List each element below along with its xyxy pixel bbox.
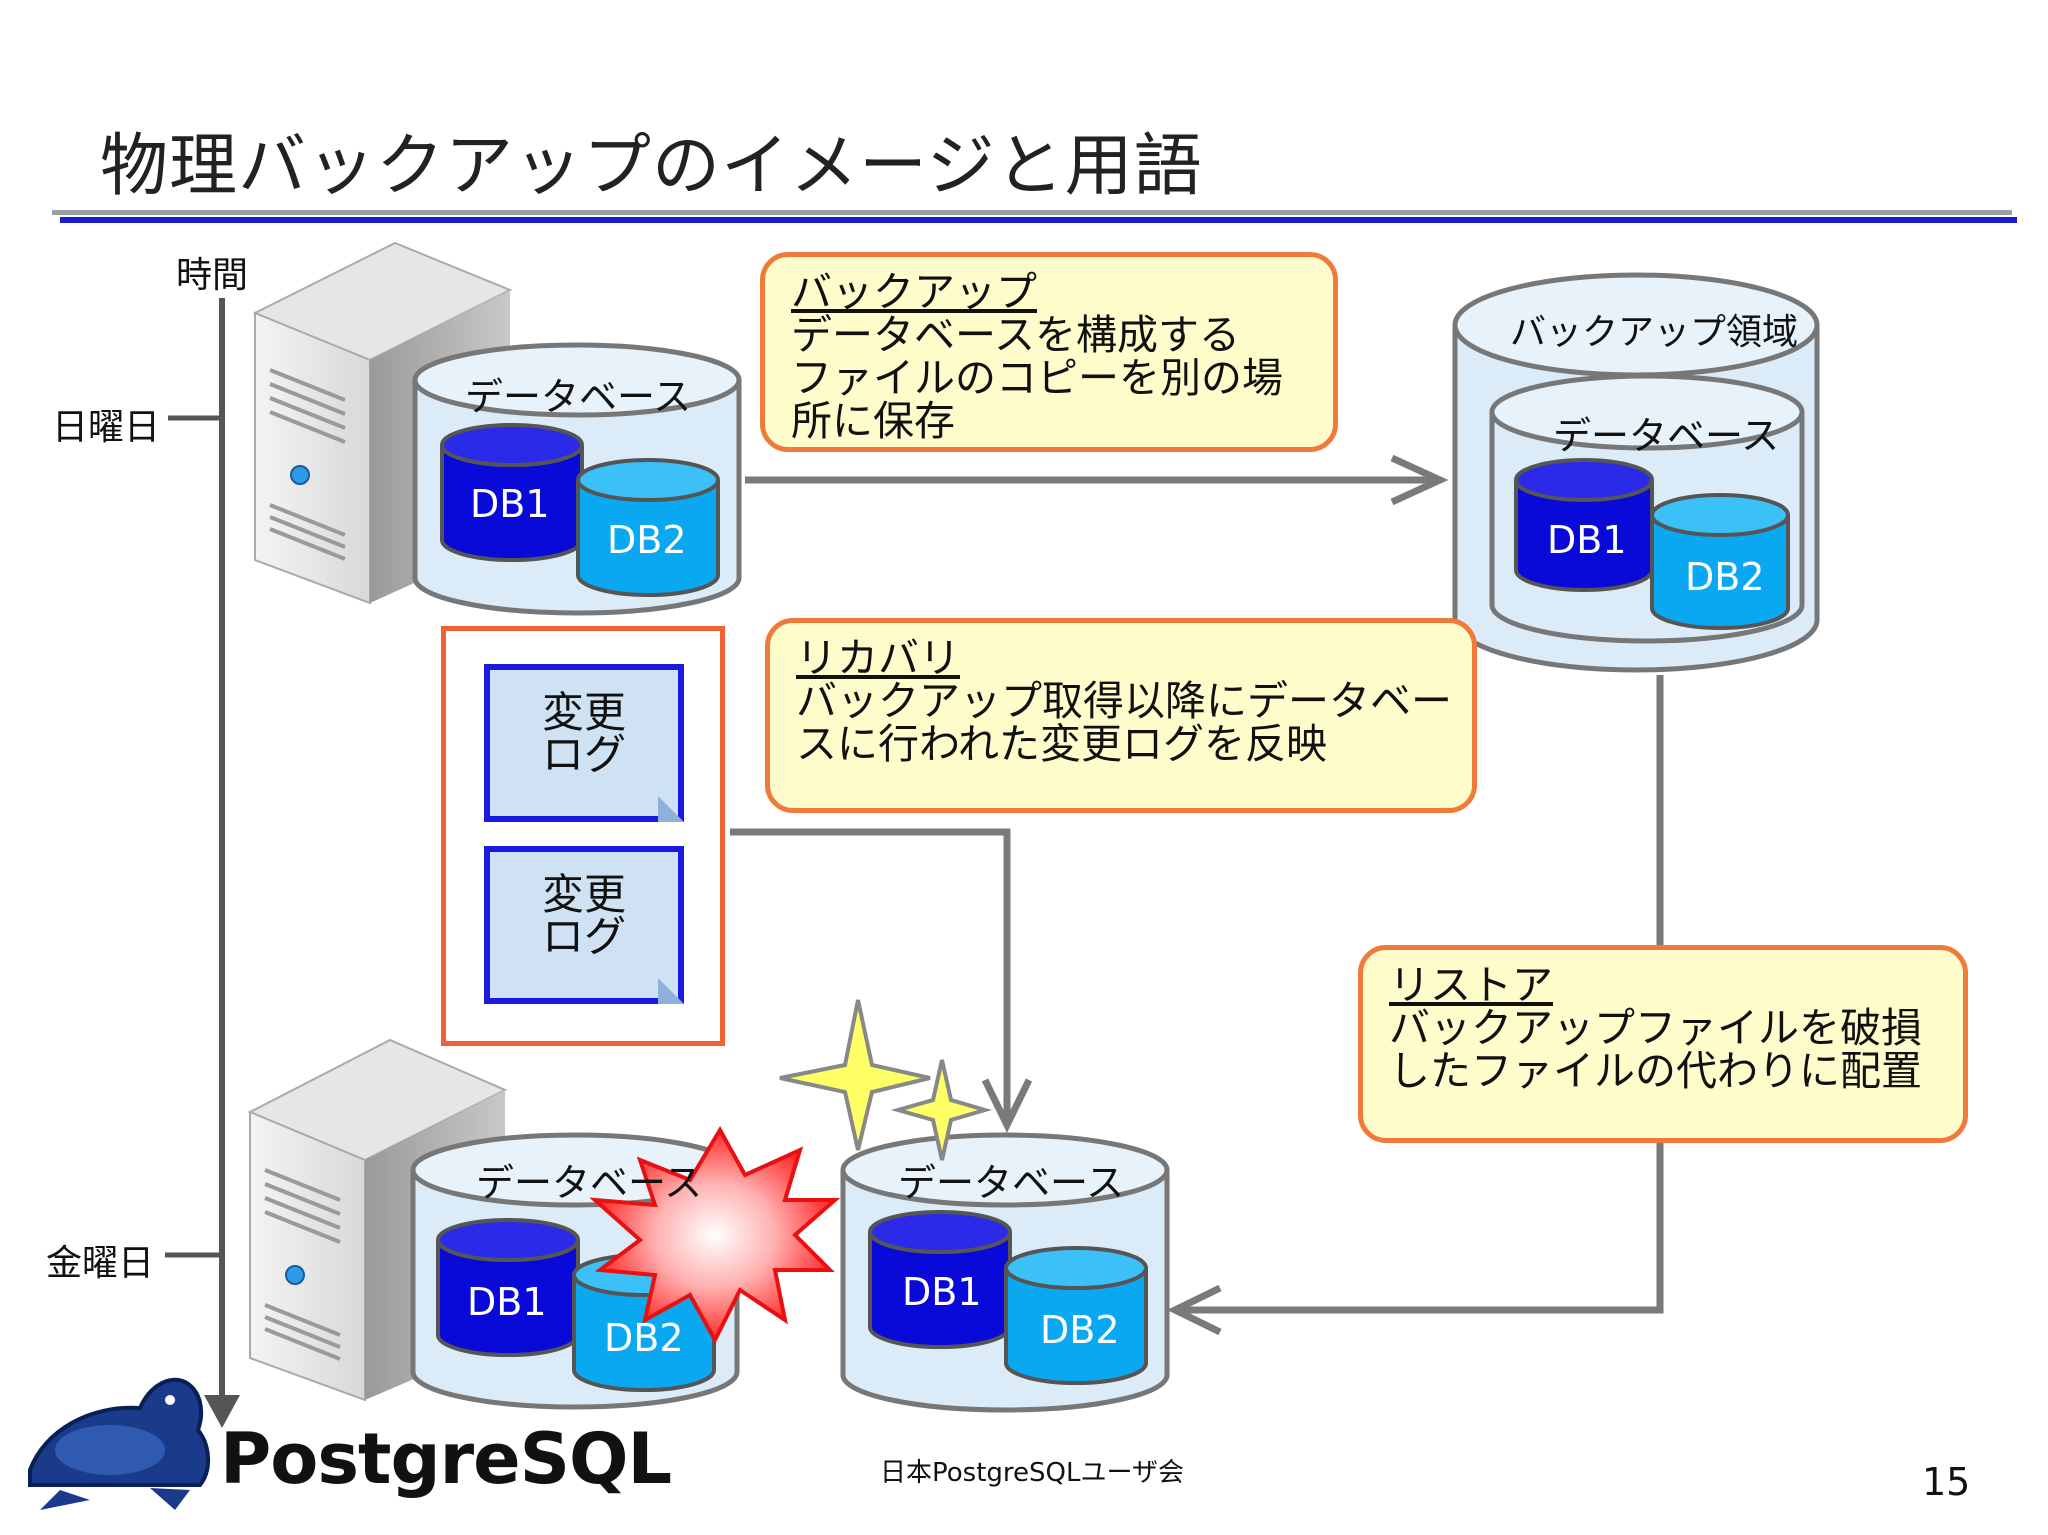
backup-area-db-label: データベース [1553, 414, 1780, 458]
restore-note-body: バックアップファイルを破損 したファイルの代わりに配置 [1389, 1004, 1922, 1095]
change-log-line2: ログ [541, 912, 626, 961]
backup-db2-label: DB2 [1685, 555, 1765, 599]
damage-burst-icon [589, 1126, 841, 1345]
backup-area-label: バックアップ領域 [1510, 312, 1799, 353]
restored-db1-label: DB1 [902, 1270, 982, 1314]
postgresql-logo-text: PostgreSQL [220, 1418, 672, 1500]
restore-note: リストア バックアップファイルを破損 したファイルの代わりに配置 [1358, 945, 1968, 1143]
recovery-note-heading: リカバリ [796, 634, 960, 682]
sparkle-large-icon [779, 999, 931, 1151]
sunday-label: 日曜日 [52, 407, 161, 448]
source-db-label: データベース [465, 375, 692, 419]
restored-database-cylinder [840, 1132, 1170, 1413]
restore-arrow [1167, 675, 1664, 1336]
postgresql-elephant-logo [28, 1377, 210, 1510]
backup-db1-label: DB1 [1547, 518, 1627, 562]
footer-text: 日本PostgreSQLユーザ会 [880, 1458, 1184, 1488]
source-database-cylinder [412, 342, 742, 616]
backup-area-cylinder [1452, 272, 1820, 673]
source-db2-label: DB2 [607, 518, 687, 562]
backup-note-heading: バックアップ [791, 268, 1037, 316]
broken-db2-label: DB2 [604, 1316, 684, 1360]
page-fold-icon [658, 978, 684, 1004]
restored-db2-label: DB2 [1040, 1308, 1120, 1352]
change-log-line1: 変更 [541, 870, 626, 919]
page-number: 15 [1922, 1460, 1971, 1504]
recovery-note-body: バックアップ取得以降にデータベー スに行われた変更ログを反映 [796, 677, 1452, 768]
change-log-document: 変更 ログ [484, 664, 684, 822]
backup-note: バックアップ データベースを構成する ファイルのコピーを別の場 所に保存 [760, 252, 1338, 452]
restore-note-heading: リストア [1389, 961, 1553, 1009]
title-rule-shadow [52, 210, 2012, 215]
sparkle-small-icon [890, 1059, 993, 1161]
slide-title: 物理バックアップのイメージと用語 [100, 127, 1203, 206]
page-fold-icon [658, 796, 684, 822]
backup-arrow [745, 454, 1449, 506]
backup-note-body: データベースを構成する ファイルのコピーを別の場 所に保存 [791, 311, 1283, 445]
source-db1-label: DB1 [470, 482, 550, 526]
recovery-note: リカバリ バックアップ取得以降にデータベー スに行われた変更ログを反映 [765, 618, 1477, 813]
timeline-axis [165, 298, 240, 1428]
change-log-document: 変更 ログ [484, 846, 684, 1004]
recovery-arrow [730, 828, 1033, 1133]
broken-db1-label: DB1 [467, 1280, 547, 1324]
title-rule [60, 217, 2017, 223]
change-log-line1: 変更 [541, 688, 626, 737]
change-log-line2: ログ [541, 730, 626, 779]
friday-label: 金曜日 [46, 1243, 155, 1284]
broken-db-label: データベース [476, 1161, 703, 1205]
time-label: 時間 [176, 255, 249, 296]
restored-db-label: データベース [898, 1161, 1125, 1205]
